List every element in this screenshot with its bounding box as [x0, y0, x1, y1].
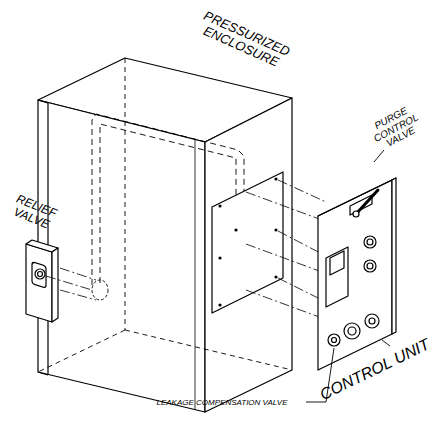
- leakage-compensation-valve: [328, 314, 379, 346]
- part-name: RELIEF VALVE: [3, 190, 64, 234]
- purge-control-valve: [353, 190, 378, 217]
- hidden-edges: [38, 58, 292, 372]
- control-unit-panel: [318, 178, 396, 370]
- part-name: CONTROL UNIT: [318, 336, 433, 404]
- enclosure-body: [38, 58, 292, 412]
- control-unit-assembly-lines: [246, 180, 326, 318]
- relief-valve: [26, 240, 58, 322]
- relief-valve-hole: [92, 280, 108, 300]
- relief-valve-assembly-lines: [46, 268, 96, 300]
- enclosure-title: PRESSURIZED ENCLOSURE: [184, 3, 305, 77]
- panel-cutout: [212, 172, 283, 313]
- part-name: PURGE CONTROL VALVE: [360, 99, 433, 158]
- gauges: [364, 236, 376, 272]
- part-name: LEAKAGE COMPENSATION VALVE: [137, 399, 307, 407]
